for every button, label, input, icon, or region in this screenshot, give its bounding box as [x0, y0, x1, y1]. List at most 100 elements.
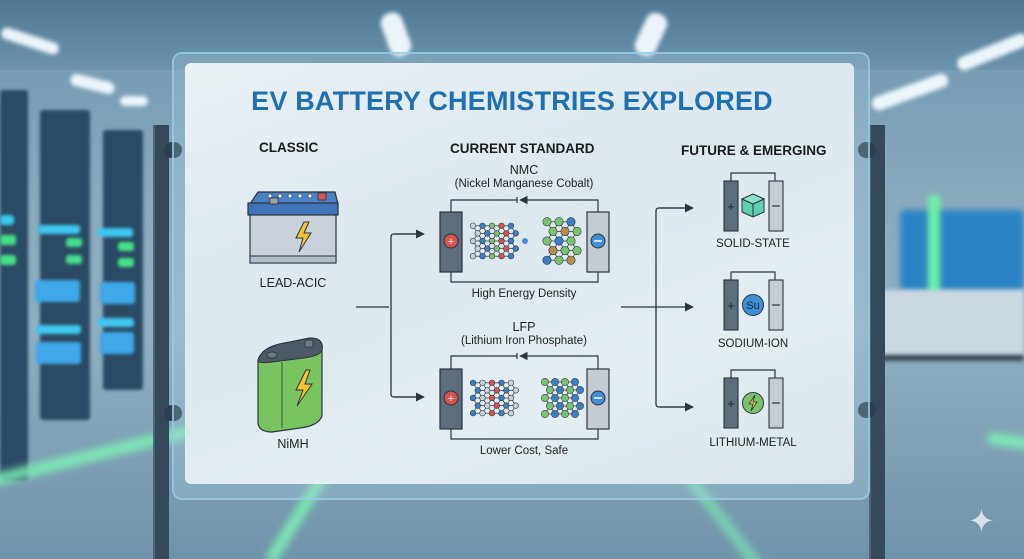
nimh-label: NiMH	[277, 437, 309, 451]
lattice-atom	[548, 226, 558, 236]
rack-led	[98, 228, 133, 237]
branch-arrows-classic-to-current	[356, 229, 425, 402]
rack-led	[118, 258, 134, 267]
lattice-atom	[484, 245, 491, 252]
server-rack	[0, 90, 28, 480]
lattice-atom	[554, 255, 564, 265]
lattice-atom	[561, 378, 569, 386]
solid-state-cell: +	[723, 172, 784, 232]
lattice-atom	[474, 245, 481, 252]
lattice-atom	[541, 410, 549, 418]
sparkle-icon: ✦	[968, 503, 995, 539]
column-heading-future: FUTURE & EMERGING	[681, 143, 827, 158]
lattice-atom	[507, 253, 515, 260]
lithium-metal-cell: +	[723, 369, 784, 429]
lattice-atom	[542, 255, 552, 265]
rack-led	[98, 318, 134, 327]
lattice-atom	[503, 387, 510, 394]
column-heading-current: CURRENT STANDARD	[450, 141, 595, 156]
lattice-atom	[503, 245, 510, 252]
lattice-atom	[479, 394, 486, 402]
lithium-metal-label: LITHIUM-METAL	[709, 437, 797, 449]
lattice-atom	[507, 410, 515, 417]
lattice-atom	[503, 402, 510, 409]
lattice-atom	[571, 410, 579, 418]
cell-battery-icon	[257, 337, 323, 433]
column-heading-classic: CLASSIC	[259, 140, 319, 155]
rack-led	[36, 325, 81, 334]
lattice-atom	[512, 387, 519, 394]
lithium-bolt-icon	[742, 392, 764, 414]
lattice-atom	[469, 394, 477, 402]
lattice-atom	[479, 410, 486, 417]
rack-led	[100, 282, 135, 304]
lattice-atom	[551, 378, 559, 386]
rack-led	[66, 238, 82, 247]
nmc-full-name: (Nickel Manganese Cobalt)	[454, 178, 594, 190]
sodium-ion-label: SODIUM-ION	[717, 338, 789, 350]
lattice-atom	[498, 222, 505, 229]
lattice-atom	[507, 222, 515, 229]
lattice-atom	[488, 410, 496, 417]
lattice-atom	[512, 230, 519, 237]
nmc-anode-lattice	[542, 217, 582, 265]
lattice-atom	[548, 246, 558, 256]
lattice-atom	[498, 379, 505, 386]
lfp-anode-lattice	[541, 378, 584, 418]
lattice-atom	[554, 217, 564, 227]
lattice-atom	[488, 222, 496, 229]
lfp-cathode-lattice	[469, 379, 519, 417]
lattice-atom	[546, 402, 554, 410]
ceiling	[0, 0, 1024, 70]
nmc-trait: High Energy Density	[471, 288, 577, 300]
lattice-atom	[561, 394, 569, 402]
lattice-atom	[571, 378, 579, 386]
sodium-ion-cell: + Su	[723, 271, 784, 331]
glass-clip	[858, 402, 876, 418]
lattice-atom	[512, 245, 519, 252]
lattice-atom	[493, 230, 500, 237]
lattice-atom	[488, 394, 496, 402]
lattice-atom	[488, 237, 496, 245]
page-title: EV BATTERY CHEMISTRIES EXPLORED	[251, 86, 773, 116]
lattice-atom	[498, 253, 505, 260]
rack-led	[66, 255, 82, 264]
lab-bench	[880, 290, 1024, 360]
lfp-name: LFP	[512, 320, 536, 334]
lattice-atom	[556, 386, 564, 394]
lattice-atom	[498, 394, 505, 402]
lattice-atom	[542, 217, 552, 227]
lattice-atom	[566, 402, 574, 410]
lattice-atom	[479, 253, 486, 260]
lattice-atom	[572, 246, 582, 256]
lattice-atom	[469, 237, 477, 245]
lfp-full-name: (Lithium Iron Phosphate)	[461, 335, 587, 347]
lattice-atom	[469, 253, 477, 260]
lattice-atom	[479, 237, 486, 245]
lattice-atom	[512, 402, 519, 409]
nmc-cell-diagram: +	[439, 195, 610, 283]
branch-arrows-current-to-future	[621, 203, 694, 412]
svg-text:+: +	[448, 393, 454, 405]
lattice-atom	[507, 237, 515, 245]
lattice-atom	[493, 402, 500, 409]
sodium-ion-icon	[742, 294, 764, 316]
car-battery-icon	[247, 191, 339, 264]
lab-bench	[880, 355, 1024, 361]
rack-led	[0, 215, 14, 225]
lattice-atom	[493, 245, 500, 252]
lead-acid-label: LEAD-ACIC	[259, 276, 327, 290]
svg-text:+: +	[727, 298, 735, 313]
lattice-atom	[469, 222, 477, 229]
sodium-symbol: Su	[746, 300, 759, 312]
lattice-atom	[474, 230, 481, 237]
svg-text:+: +	[448, 236, 454, 248]
lattice-atom	[546, 386, 554, 394]
lattice-atom	[474, 402, 481, 409]
svg-text:+: +	[727, 396, 735, 411]
lattice-atom	[572, 226, 582, 236]
lattice-atom	[541, 378, 549, 386]
lattice-atom	[474, 387, 481, 394]
lattice-atom	[479, 379, 486, 386]
